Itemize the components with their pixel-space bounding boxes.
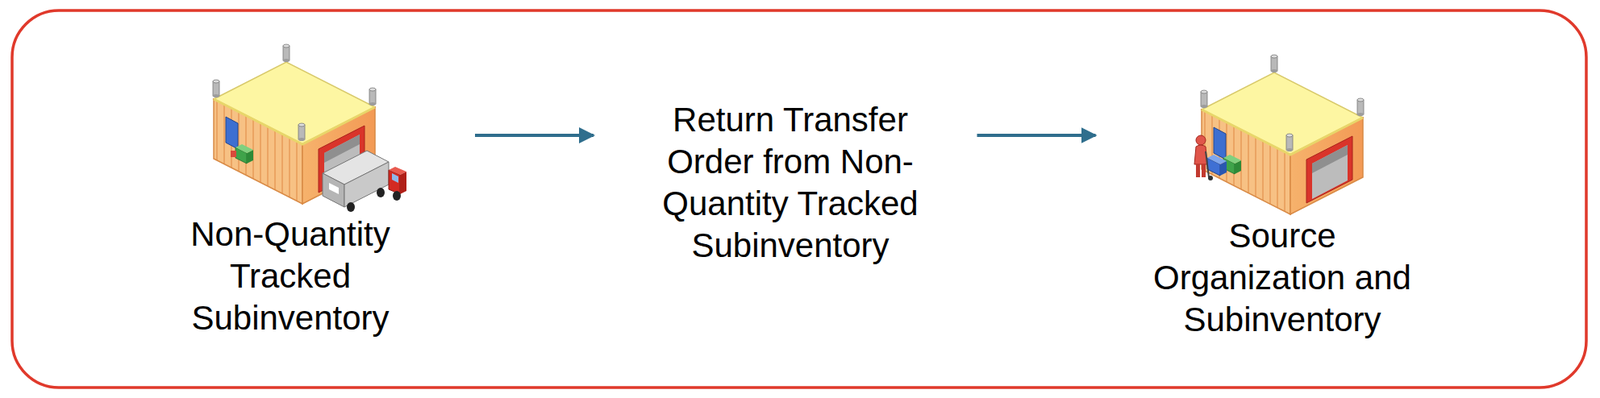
warehouse-icon: [1194, 54, 1364, 215]
flow-arrow: [475, 133, 594, 138]
node-label: Source Organization and Subinventory: [1145, 215, 1420, 342]
rounded-border: [12, 10, 1587, 388]
warehouse-node: Return Transfer Order from Non-Quantity …: [653, 99, 928, 267]
node-label: Non-Quantity Tracked Subinventory: [165, 213, 416, 340]
worker-icon: [1194, 135, 1227, 181]
flow-arrow: [977, 133, 1096, 138]
truck-icon: [322, 150, 407, 213]
warehouse-node: Source Organization and Subinventory: [1145, 50, 1420, 342]
warehouse-node: Non-Quantity Tracked Subinventory: [165, 40, 416, 340]
warehouse-icon: [212, 44, 407, 213]
node-label: Return Transfer Order from Non-Quantity …: [653, 99, 928, 267]
